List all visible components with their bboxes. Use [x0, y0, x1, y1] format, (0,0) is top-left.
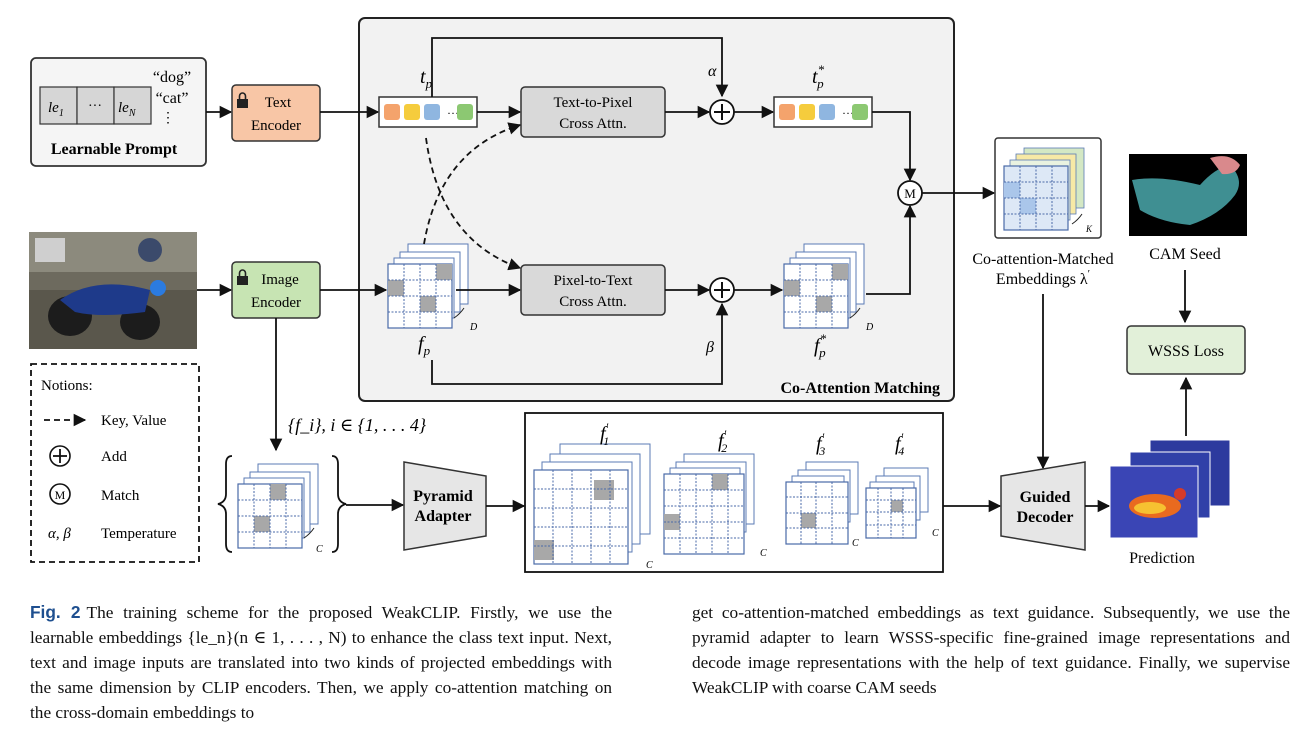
- fi-c-label: C: [316, 544, 323, 555]
- svg-text:Match: Match: [101, 488, 140, 504]
- alpha-label: α: [708, 63, 717, 80]
- tp-label: tp: [420, 66, 433, 91]
- prompt-title: Learnable Prompt: [51, 141, 178, 158]
- fp-star-d-label: D: [865, 322, 874, 333]
- svg-text:M: M: [904, 186, 916, 201]
- svg-text:···: ···: [842, 106, 854, 120]
- svg-text:M: M: [55, 488, 66, 502]
- f2-c-label: C: [760, 548, 767, 559]
- prompt-word-more: ⋮: [161, 111, 175, 126]
- prompt-word-cat: “cat”: [156, 90, 189, 107]
- svg-text:Image: Image: [261, 272, 299, 288]
- prediction-image: [1109, 439, 1231, 539]
- svg-text:α, β: α, β: [48, 526, 71, 542]
- feature-f3-grid: [785, 461, 859, 545]
- matched-embeddings: K: [994, 137, 1102, 239]
- svg-text:Encoder: Encoder: [251, 118, 301, 134]
- fp-star-label: f*p: [814, 331, 827, 360]
- svg-text:···: ···: [447, 106, 459, 120]
- feature-f4-grid: [865, 467, 929, 539]
- prompt-cell-mid: ···: [88, 99, 102, 114]
- svg-text:Pixel-to-Text: Pixel-to-Text: [554, 273, 634, 289]
- cam-seed-image: [1129, 154, 1247, 236]
- embeddings-label-1: Co-attention-Matched: [972, 251, 1113, 268]
- text-to-pixel-cross-attn: Text-to-Pixel Cross Attn.: [520, 86, 666, 138]
- legend: Notions: Key, Value Add M Match α, β Tem…: [30, 363, 200, 563]
- svg-text:WSSS Loss: WSSS Loss: [1148, 343, 1224, 360]
- match-icon: M: [49, 483, 71, 505]
- f1-c-label: C: [646, 560, 653, 571]
- svg-text:Text: Text: [265, 95, 292, 111]
- add-icon-bottom: [709, 277, 735, 303]
- svg-text:Add: Add: [101, 449, 127, 465]
- text-encoder: Text Encoder: [231, 84, 321, 142]
- match-icon: M: [897, 180, 923, 206]
- svg-text:K: K: [1085, 224, 1093, 234]
- add-icon: [49, 445, 71, 467]
- wsss-loss: WSSS Loss: [1126, 325, 1246, 375]
- caption-left-text: The training scheme for the proposed Wea…: [30, 603, 612, 722]
- svg-text:Text-to-Pixel: Text-to-Pixel: [554, 95, 633, 111]
- coattn-title: Co-Attention Matching: [780, 380, 940, 397]
- pixel-to-text-cross-attn: Pixel-to-Text Cross Attn.: [520, 264, 666, 316]
- pyramid-adapter: Pyramid Adapter: [403, 461, 487, 551]
- add-icon-top: [709, 99, 735, 125]
- svg-text:Cross Attn.: Cross Attn.: [559, 294, 627, 310]
- caption-right: get co-attention-matched embeddings as t…: [692, 603, 1290, 697]
- cam-seed-label: CAM Seed: [1149, 246, 1221, 263]
- svg-text:Temperature: Temperature: [101, 526, 177, 542]
- svg-text:Notions:: Notions:: [41, 378, 93, 394]
- lock-icon: [237, 92, 248, 108]
- embeddings-label-2: Embeddings λ′: [996, 268, 1090, 288]
- beta-label: β: [705, 339, 714, 356]
- fi-feature-grid: [217, 455, 347, 553]
- fp-star-feature-grid: [783, 243, 865, 329]
- svg-text:Encoder: Encoder: [251, 295, 301, 311]
- feature-f1-label: f′1: [600, 420, 609, 448]
- feature-f4-label: f′4: [895, 430, 904, 458]
- f4-c-label: C: [932, 528, 939, 539]
- figure-label: Fig. 2: [30, 602, 81, 622]
- svg-text:Guided: Guided: [1020, 489, 1071, 506]
- image-encoder: Image Encoder: [231, 261, 321, 319]
- tp-tokens: ···: [378, 96, 478, 128]
- svg-text:Decoder: Decoder: [1017, 509, 1074, 526]
- tp-star-tokens: ···: [773, 96, 873, 128]
- feature-f1-grid: [533, 443, 651, 565]
- svg-text:Cross Attn.: Cross Attn.: [559, 116, 627, 132]
- tp-star-label: t*p: [812, 62, 825, 91]
- lock-icon: [237, 269, 248, 285]
- prediction-label: Prediction: [1129, 550, 1195, 567]
- feature-f2-grid: [663, 453, 755, 555]
- fp-feature-grid: [387, 243, 469, 329]
- svg-text:Key, Value: Key, Value: [101, 413, 167, 429]
- svg-text:Pyramid: Pyramid: [413, 488, 473, 505]
- weakclip-diagram: Co-Attention Matching le1 ··· leN “dog” …: [29, 17, 1247, 573]
- guided-decoder: Guided Decoder: [1000, 461, 1086, 551]
- prompt-cell-last: leN: [118, 100, 137, 119]
- fp-label: fp: [418, 333, 431, 358]
- prompt-cell-first: le1: [48, 100, 64, 119]
- f3-c-label: C: [852, 538, 859, 549]
- fp-d-label: D: [469, 322, 478, 333]
- fi-label: {f_i}, i ∈ {1, . . . 4}: [288, 415, 427, 435]
- feature-f3-label: f′3: [816, 430, 825, 458]
- learnable-prompt: le1 ··· leN “dog” “cat” ⋮ Learnable Prom…: [30, 57, 207, 167]
- svg-text:Adapter: Adapter: [415, 508, 472, 525]
- input-image: [29, 232, 197, 349]
- prompt-word-dog: “dog”: [153, 69, 191, 86]
- feature-f2-label: f′2: [718, 427, 727, 455]
